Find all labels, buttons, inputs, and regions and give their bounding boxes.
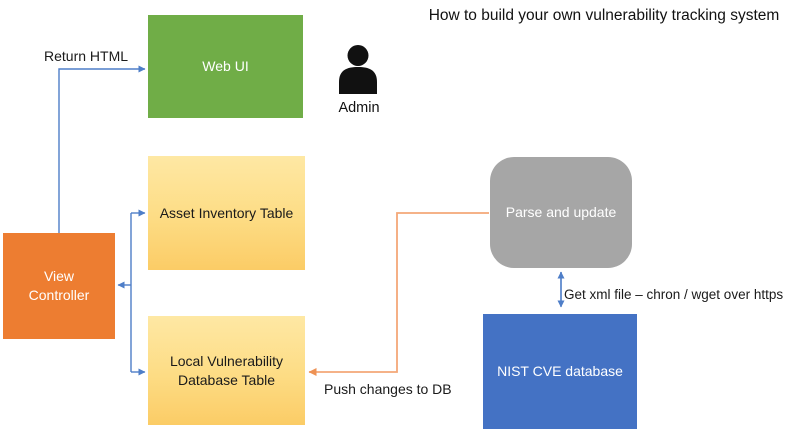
node-local-vuln-db-label: Local Vulnerability Database Table bbox=[169, 352, 284, 388]
node-local-vulnerability-database-table: Local Vulnerability Database Table bbox=[148, 316, 305, 425]
node-view-controller: View Controller bbox=[3, 233, 115, 339]
admin-label: Admin bbox=[338, 100, 380, 116]
node-parse-and-update: Parse and update bbox=[490, 157, 632, 268]
node-nist-cve-database: NIST CVE database bbox=[483, 314, 637, 429]
edge-label-return-html: Return HTML bbox=[44, 48, 129, 64]
node-web-ui-label: Web UI bbox=[202, 58, 249, 75]
node-nist-cve-label: NIST CVE database bbox=[497, 363, 623, 380]
node-web-ui: Web UI bbox=[148, 15, 303, 118]
edge-label-get-xml: Get xml file – chron / wget over https bbox=[564, 287, 784, 302]
edge-label-push-changes: Push changes to DB bbox=[324, 381, 452, 397]
person-icon bbox=[339, 45, 377, 94]
arrow-return-html bbox=[58, 65, 146, 233]
arrow-push-changes bbox=[308, 212, 489, 376]
diagram-title: How to build your own vulnerability trac… bbox=[428, 7, 780, 24]
node-asset-inventory-table: Asset Inventory Table bbox=[148, 156, 305, 270]
node-parse-update-label: Parse and update bbox=[505, 204, 617, 221]
node-view-controller-label: View Controller bbox=[28, 268, 90, 303]
node-asset-inventory-label: Asset Inventory Table bbox=[159, 204, 294, 221]
